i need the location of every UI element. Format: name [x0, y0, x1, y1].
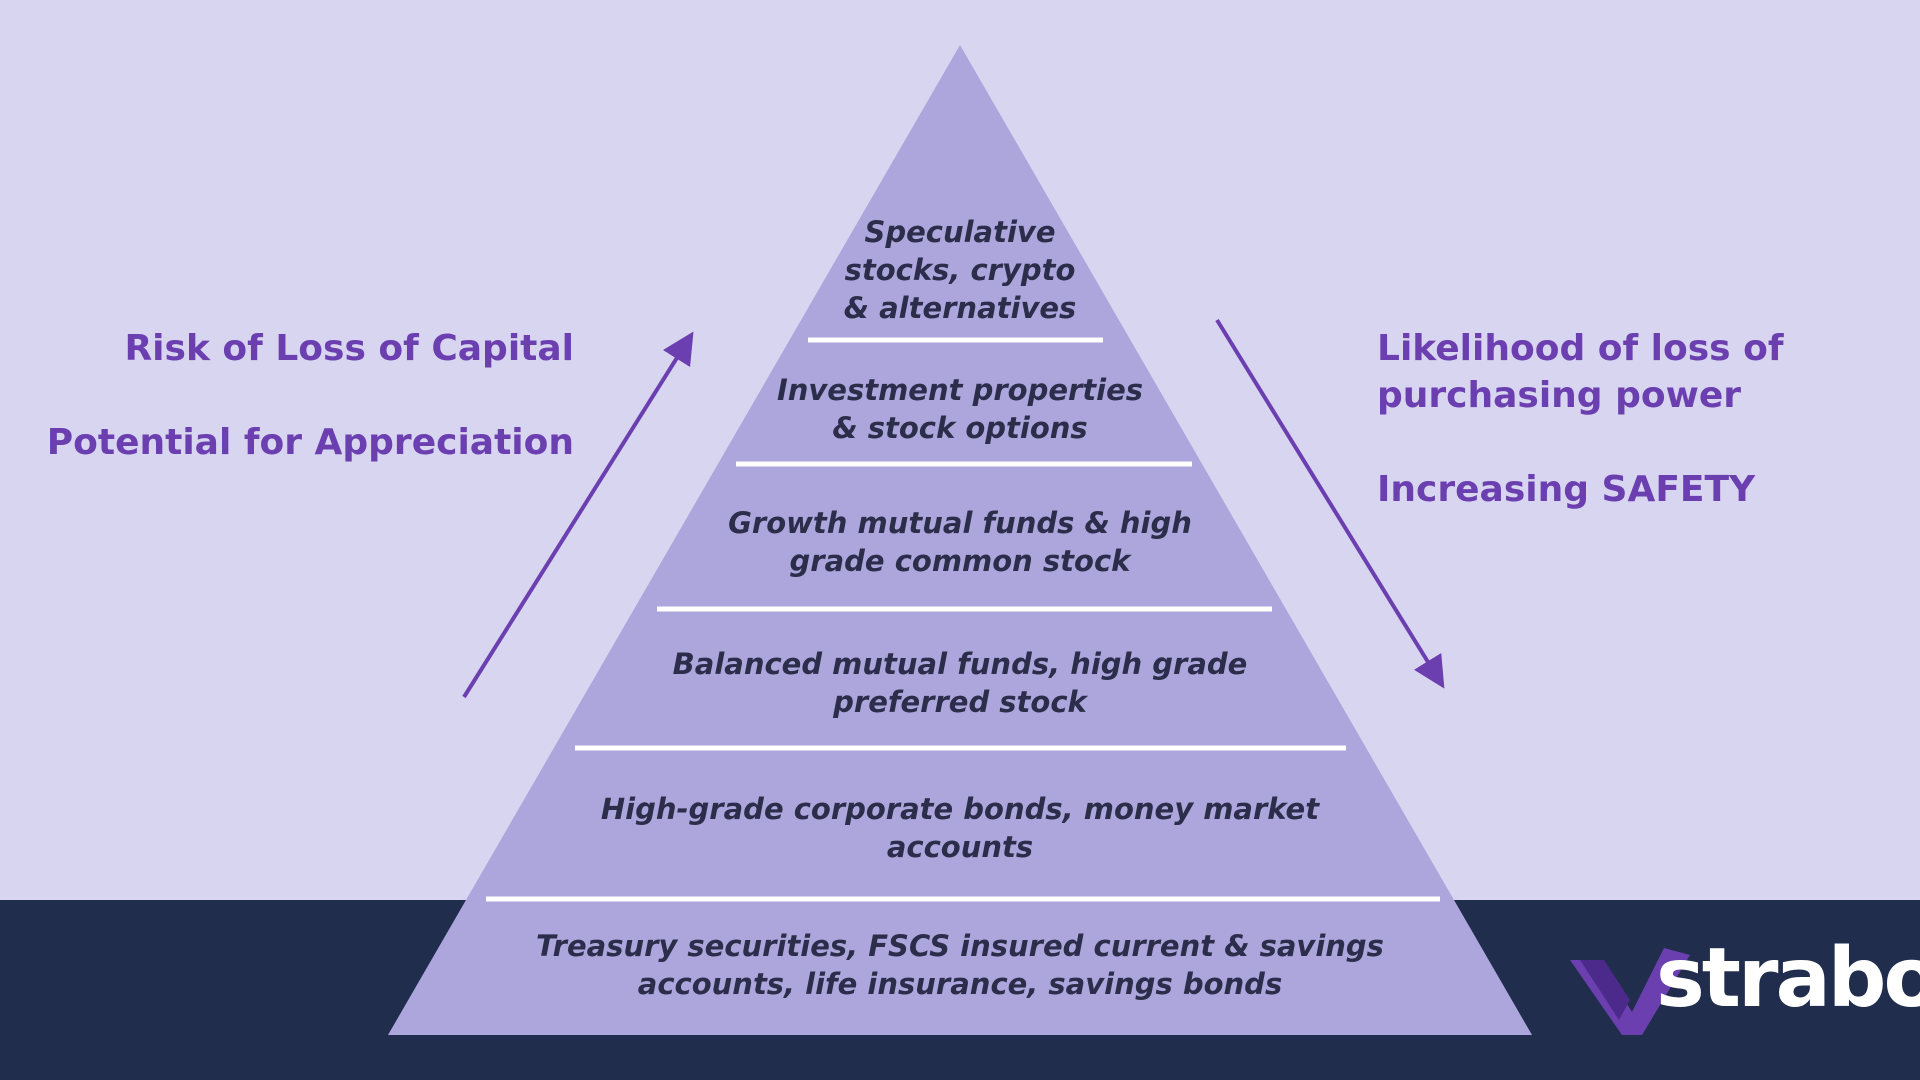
tier-2-investment-properties: Investment properties & stock options	[777, 371, 1143, 447]
tier-3-growth-funds: Growth mutual funds & high grade common …	[728, 504, 1192, 580]
purchasing-power-label-line1: Likelihood of loss of	[1377, 328, 1784, 369]
tier-text-line: preferred stock	[833, 685, 1087, 719]
increasing-safety-label: Increasing SAFETY	[1377, 469, 1756, 510]
tier-text-line: High-grade corporate bonds, money market	[600, 792, 1320, 826]
pyramid-shape	[388, 45, 1532, 1035]
tier-text-line: accounts, life insurance, savings bonds	[637, 967, 1283, 1001]
tier-text-line: stocks, crypto	[844, 253, 1076, 287]
tier-text-line: & stock options	[832, 411, 1088, 445]
risk-of-loss-label: Risk of Loss of Capital	[124, 328, 574, 369]
tier-1-speculative: Speculative stocks, crypto & alternative…	[844, 213, 1077, 327]
risk-arrow	[462, 331, 694, 699]
potential-appreciation-label: Potential for Appreciation	[46, 422, 574, 463]
strabo-logo-text: strabo	[1656, 931, 1920, 1026]
tier-text-line: Investment properties	[776, 373, 1144, 407]
tier-text-line: Speculative	[864, 215, 1056, 249]
tier-text-line: Balanced mutual funds, high grade	[672, 647, 1248, 681]
purchasing-power-label-line2: purchasing power	[1377, 375, 1742, 416]
logo-mark-icon	[1570, 948, 1690, 1035]
tier-text-line: Treasury securities, FSCS insured curren…	[536, 929, 1384, 963]
safety-arrow	[1215, 318, 1445, 689]
tier-text-line: Growth mutual funds & high	[728, 506, 1192, 540]
tier-text-line: & alternatives	[843, 291, 1077, 325]
tier-5-corporate-bonds: High-grade corporate bonds, money market…	[601, 790, 1319, 866]
tier-4-balanced-funds: Balanced mutual funds, high grade prefer…	[673, 645, 1248, 721]
tier-text-line: accounts	[886, 830, 1034, 864]
tier-6-treasury-securities: Treasury securities, FSCS insured curren…	[536, 927, 1384, 1003]
tier-text-line: grade common stock	[789, 544, 1131, 578]
